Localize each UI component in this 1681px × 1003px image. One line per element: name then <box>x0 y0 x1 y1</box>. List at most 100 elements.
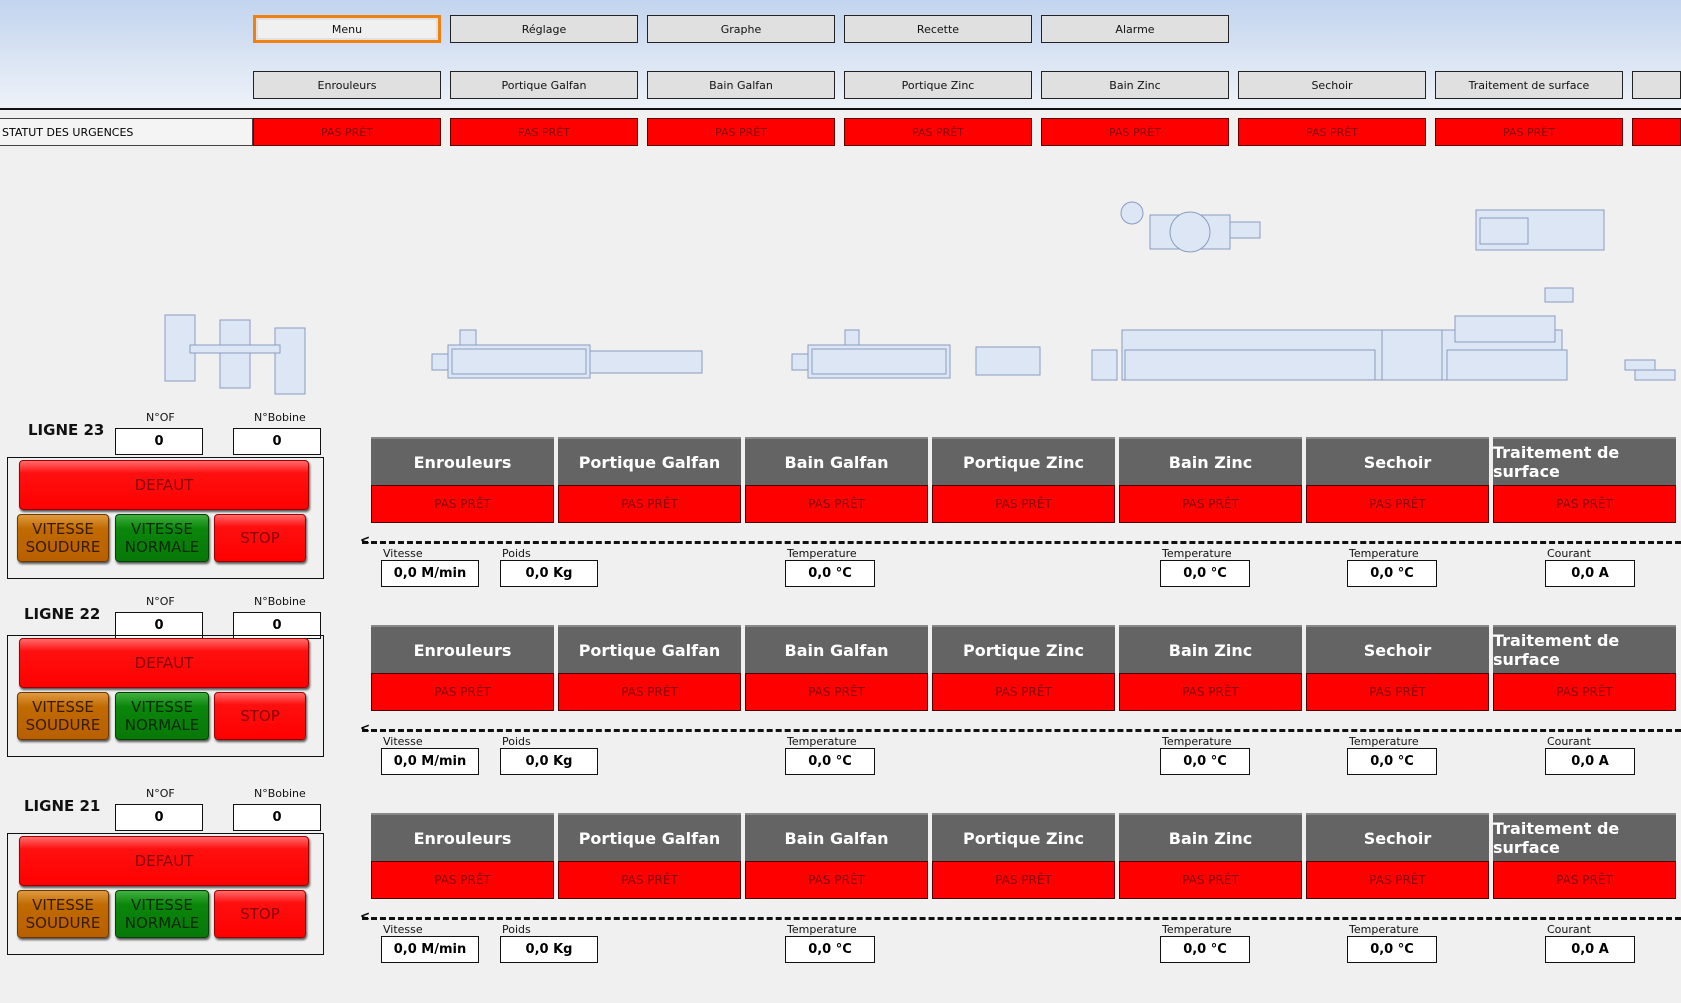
temp_sechoir-value: 0,0 °C <box>1347 748 1437 775</box>
line-control-panel <box>7 833 324 955</box>
module-header: Bain Galfan <box>745 813 928 861</box>
poids-value: 0,0 Kg <box>500 560 598 587</box>
vitesse-normale-button[interactable]: VITESSE NORMALE <box>115 890 209 938</box>
module-header: Portique Galfan <box>558 813 741 861</box>
module-header: Bain Zinc <box>1119 437 1302 485</box>
module-status: PAS PRÊT <box>1493 861 1676 899</box>
nav-button-3[interactable]: Recette <box>844 15 1032 43</box>
module-status: PAS PRÊT <box>745 861 928 899</box>
section-button-0[interactable]: Enrouleurs <box>253 71 441 99</box>
bobine-label: N°Bobine <box>254 787 306 800</box>
module-status: PAS PRÊT <box>745 673 928 711</box>
surface-treatment-drawing <box>1475 209 1676 381</box>
line-control-panel <box>7 635 324 757</box>
poids-label: Poids <box>502 735 531 748</box>
nav-button-1[interactable]: Réglage <box>450 15 638 43</box>
strip-path-line <box>362 541 1681 544</box>
strip-path-line <box>362 917 1681 920</box>
module-status: PAS PRÊT <box>1119 861 1302 899</box>
defaut-button[interactable]: DEFAUT <box>19 836 309 886</box>
of-label: N°OF <box>146 787 175 800</box>
temp_sechoir-value: 0,0 °C <box>1347 936 1437 963</box>
urgence-status-5: PAS PRÊT <box>1238 118 1426 146</box>
arrow-left-icon: < <box>360 909 371 923</box>
courant-value: 0,0 A <box>1545 936 1635 963</box>
vitesse-normale-button[interactable]: VITESSE NORMALE <box>115 692 209 740</box>
zinc-line-drawing <box>1091 201 1574 381</box>
courant-value: 0,0 A <box>1545 560 1635 587</box>
module-status: PAS PRÊT <box>371 673 554 711</box>
vitesse-soudure-button[interactable]: VITESSE SOUDURE <box>17 692 109 740</box>
module-header: Traitement de surface <box>1493 437 1676 485</box>
section-button-3[interactable]: Portique Zinc <box>844 71 1032 99</box>
temperature-label: Temperature <box>1162 735 1232 748</box>
poids-label: Poids <box>502 547 531 560</box>
galfan-bath-drawing <box>791 329 1041 379</box>
temperature-label: Temperature <box>1162 547 1232 560</box>
line-synoptic-drawing <box>164 201 1676 395</box>
poids-label: Poids <box>502 923 531 936</box>
module-status: PAS PRÊT <box>1493 485 1676 523</box>
vitesse-label: Vitesse <box>383 923 423 936</box>
of-field: 0 <box>115 428 203 455</box>
nav-button-0[interactable]: Menu <box>253 15 441 43</box>
vitesse-soudure-button[interactable]: VITESSE SOUDURE <box>17 890 109 938</box>
temp_zinc-value: 0,0 °C <box>1160 560 1250 587</box>
section-button-2[interactable]: Bain Galfan <box>647 71 835 99</box>
module-header: Enrouleurs <box>371 813 554 861</box>
winder-drawing <box>164 314 306 395</box>
bobine-label: N°Bobine <box>254 411 306 424</box>
vitesse-soudure-button[interactable]: VITESSE SOUDURE <box>17 514 109 562</box>
temperature-label: Temperature <box>787 547 857 560</box>
module-status: PAS PRÊT <box>558 673 741 711</box>
of-field: 0 <box>115 804 203 831</box>
bobine-field: 0 <box>233 804 321 831</box>
module-status: PAS PRÊT <box>932 861 1115 899</box>
module-header: Bain Galfan <box>745 437 928 485</box>
section-button-6[interactable]: Traitement de surface <box>1435 71 1623 99</box>
poids-value: 0,0 Kg <box>500 936 598 963</box>
urgence-status-3: PAS PRÊT <box>844 118 1032 146</box>
arrow-left-icon: < <box>360 533 371 547</box>
temp_galfan-value: 0,0 °C <box>785 560 875 587</box>
stop-button[interactable]: STOP <box>214 514 306 562</box>
module-header: Enrouleurs <box>371 625 554 673</box>
temp_galfan-value: 0,0 °C <box>785 936 875 963</box>
temperature-label: Temperature <box>787 735 857 748</box>
module-status: PAS PRÊT <box>1306 673 1489 711</box>
module-status: PAS PRÊT <box>371 485 554 523</box>
urgence-status-6: PAS PRÊT <box>1435 118 1623 146</box>
urgence-status-0: PAS PRÊT <box>253 118 441 146</box>
module-header: Sechoir <box>1306 813 1489 861</box>
defaut-button[interactable]: DEFAUT <box>19 460 309 510</box>
nav-button-4[interactable]: Alarme <box>1041 15 1229 43</box>
section-button-5[interactable]: Sechoir <box>1238 71 1426 99</box>
line-name: LIGNE 21 <box>24 797 101 815</box>
module-header: Portique Galfan <box>558 625 741 673</box>
section-button-4[interactable]: Bain Zinc <box>1041 71 1229 99</box>
vitesse-label: Vitesse <box>383 547 423 560</box>
module-status: PAS PRÊT <box>745 485 928 523</box>
module-header: Bain Zinc <box>1119 625 1302 673</box>
temperature-label: Temperature <box>1349 735 1419 748</box>
module-status: PAS PRÊT <box>932 673 1115 711</box>
temp_zinc-value: 0,0 °C <box>1160 936 1250 963</box>
module-header: Traitement de surface <box>1493 625 1676 673</box>
section-button-1[interactable]: Portique Galfan <box>450 71 638 99</box>
nav-button-2[interactable]: Graphe <box>647 15 835 43</box>
module-header: Portique Zinc <box>932 813 1115 861</box>
vitesse-value: 0,0 M/min <box>381 560 479 587</box>
vitesse-normale-button[interactable]: VITESSE NORMALE <box>115 514 209 562</box>
line-control-panel <box>7 457 324 579</box>
module-header: Sechoir <box>1306 625 1489 673</box>
module-status: PAS PRÊT <box>371 861 554 899</box>
courant-label: Courant <box>1547 547 1591 560</box>
vitesse-value: 0,0 M/min <box>381 936 479 963</box>
stop-button[interactable]: STOP <box>214 890 306 938</box>
poids-value: 0,0 Kg <box>500 748 598 775</box>
module-header: Sechoir <box>1306 437 1489 485</box>
stop-button[interactable]: STOP <box>214 692 306 740</box>
defaut-button[interactable]: DEFAUT <box>19 638 309 688</box>
section-button-7[interactable] <box>1632 71 1681 99</box>
module-header: Enrouleurs <box>371 437 554 485</box>
